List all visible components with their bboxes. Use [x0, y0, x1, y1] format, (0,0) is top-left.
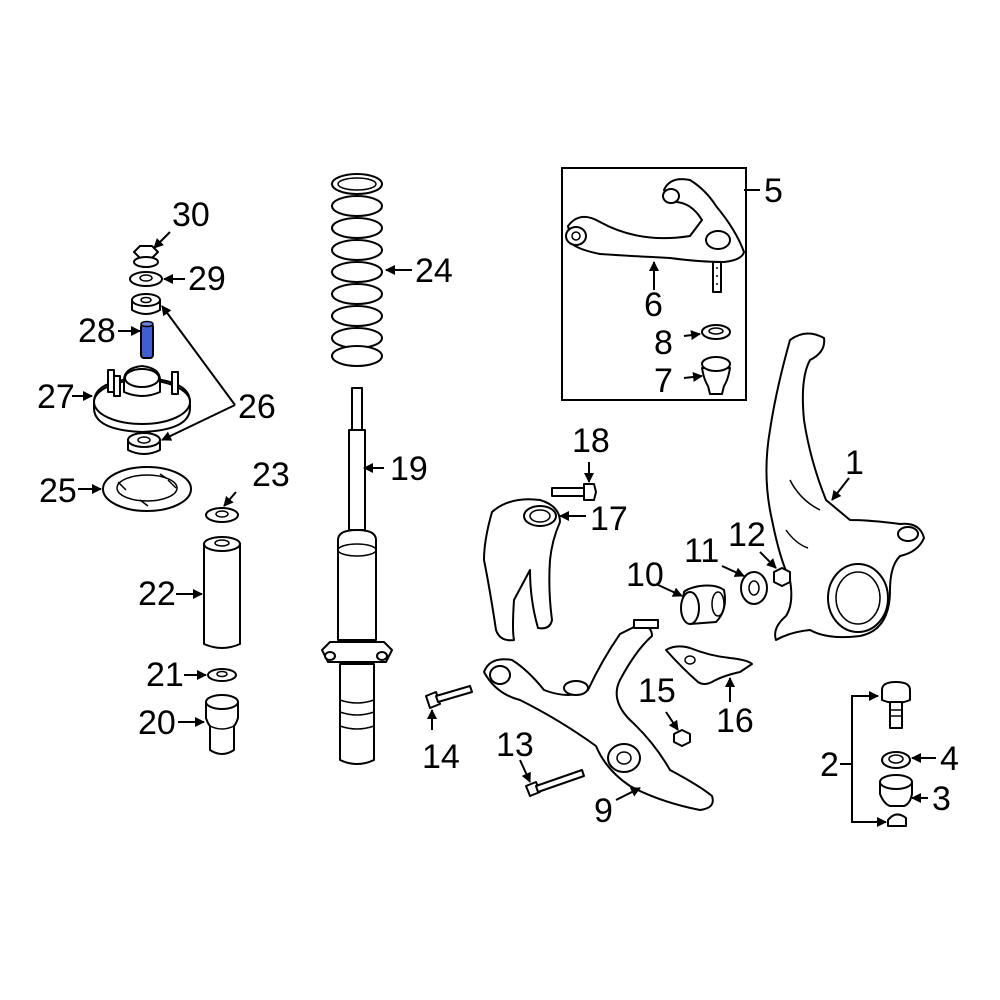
- bushing-26-upper: [131, 293, 161, 315]
- callout-23[interactable]: 23: [252, 456, 290, 494]
- callout-9[interactable]: 9: [594, 792, 613, 830]
- callout-5[interactable]: 5: [764, 172, 783, 210]
- washer-11: [740, 571, 768, 605]
- callout-11[interactable]: 11: [684, 532, 719, 570]
- seal-4: [881, 751, 911, 769]
- callout-17[interactable]: 17: [590, 500, 628, 538]
- callout-28[interactable]: 28: [78, 312, 116, 350]
- callout-21[interactable]: 21: [146, 656, 184, 694]
- spring-seat-25: [102, 466, 192, 512]
- callout-4[interactable]: 4: [940, 740, 959, 778]
- dust-boot-22: [203, 536, 241, 649]
- callout-19[interactable]: 19: [390, 450, 428, 488]
- callout-30[interactable]: 30: [172, 196, 210, 234]
- callout-27[interactable]: 27: [37, 378, 75, 416]
- ball-joint-2: [881, 681, 911, 729]
- callout-3[interactable]: 3: [932, 780, 951, 818]
- bushing-10: [680, 584, 726, 625]
- bracket-16: [665, 645, 753, 685]
- washer-21: [207, 668, 237, 682]
- seal-8: [701, 324, 731, 340]
- fork-17: [483, 498, 561, 642]
- callout-10[interactable]: 10: [626, 556, 664, 594]
- bump-stop-20: [205, 694, 239, 755]
- nut-30: [133, 245, 159, 268]
- callout-12[interactable]: 12: [728, 516, 766, 554]
- callout-25[interactable]: 25: [39, 472, 77, 510]
- steering-knuckle-1: [765, 332, 925, 641]
- callout-15[interactable]: 15: [638, 672, 676, 710]
- callout-14[interactable]: 14: [422, 738, 460, 776]
- callout-8[interactable]: 8: [654, 324, 673, 362]
- nut-12: [773, 567, 791, 587]
- bolt-18: [551, 483, 597, 501]
- washer-23: [205, 507, 239, 523]
- callout-20[interactable]: 20: [138, 704, 176, 742]
- callout-labels: 30 29 28 27 26 25 23 22 21 20 24 19 5 6 …: [37, 172, 959, 830]
- sleeve-28-highlighted[interactable]: [140, 320, 154, 359]
- coil-spring-24: [331, 173, 383, 367]
- callout-16[interactable]: 16: [716, 702, 754, 740]
- callout-29[interactable]: 29: [188, 260, 226, 298]
- bushing-26-lower: [127, 432, 161, 455]
- callout-2[interactable]: 2: [820, 746, 839, 784]
- callout-1[interactable]: 1: [845, 444, 864, 482]
- callout-7[interactable]: 7: [654, 362, 673, 400]
- callout-24[interactable]: 24: [415, 252, 453, 290]
- upper-control-arm-6: [565, 178, 745, 293]
- upper-mount-27: [93, 365, 191, 433]
- callout-22[interactable]: 22: [138, 575, 176, 613]
- leader-lines: [72, 189, 936, 827]
- bolt-14: [425, 685, 473, 709]
- strut-19: [321, 387, 393, 765]
- bolt-13: [525, 769, 585, 797]
- washer-29: [129, 271, 163, 287]
- nut-15: [673, 729, 691, 747]
- callout-18[interactable]: 18: [572, 422, 610, 460]
- callout-6[interactable]: 6: [644, 286, 663, 324]
- clip-2: [887, 813, 907, 827]
- boot-3: [879, 774, 913, 807]
- lower-control-arm-9: [483, 619, 714, 811]
- callout-26[interactable]: 26: [238, 388, 276, 426]
- boot-7: [701, 356, 731, 395]
- callout-13[interactable]: 13: [496, 726, 534, 764]
